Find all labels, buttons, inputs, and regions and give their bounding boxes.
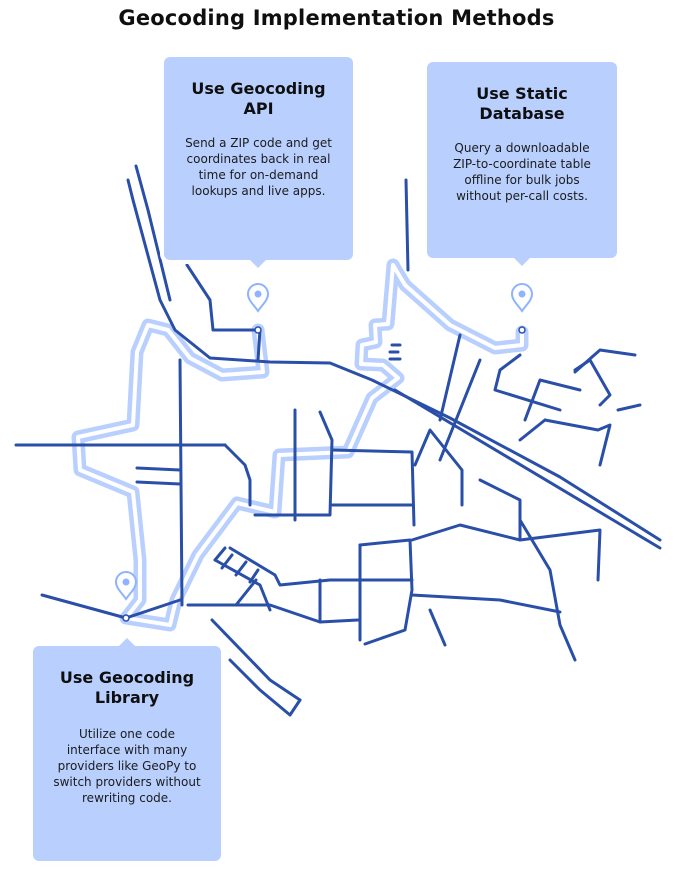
card-geocoding-library: Use Geocoding Library Utilize one code i… [33,638,221,861]
map-pin-library [114,571,138,622]
callout-pointer [119,638,135,646]
map-pin-static [510,283,534,334]
callout-pointer [514,258,530,266]
roads [14,164,662,717]
map-pin-api [246,283,270,334]
page-title: Geocoding Implementation Methods [118,6,555,30]
card-description: Query a downloadable ZIP-to-coordinate t… [453,141,591,203]
card-description: Send a ZIP code and get coordinates back… [185,136,332,198]
card-title: Use Static Database [476,84,568,123]
card-static-database: Use Static Database Query a downloadable… [427,62,617,266]
card-geocoding-api: Use Geocoding API Send a ZIP code and ge… [164,57,353,268]
card-title: Use Geocoding Library [59,668,195,707]
route-core [76,263,524,627]
card-description: Utilize one code interface with many pro… [53,727,201,805]
callout-pointer [250,260,266,268]
card-title: Use Geocoding API [191,79,326,118]
route-highlight [71,258,529,632]
